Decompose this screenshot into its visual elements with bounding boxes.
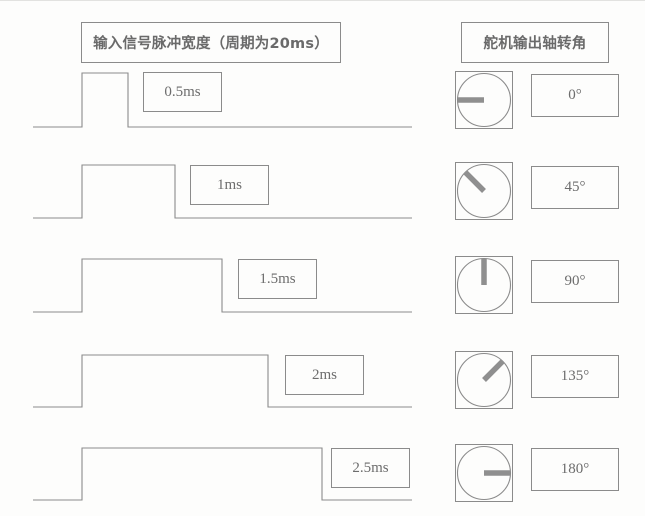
pulse-width-label: 2.5ms bbox=[352, 459, 389, 476]
angle-value-box: 90° bbox=[531, 260, 619, 303]
header-box-input-signal: 输入信号脉冲宽度（周期为20ms） bbox=[81, 22, 341, 63]
servo-dial bbox=[455, 71, 513, 129]
header-box-servo-angle: 舵机输出轴转角 bbox=[461, 22, 609, 63]
servo-dial bbox=[455, 162, 513, 220]
dial-circle-icon bbox=[456, 163, 512, 219]
dial-circle-icon bbox=[456, 352, 512, 408]
pulse-trace bbox=[33, 72, 412, 128]
pulse-trace bbox=[33, 258, 412, 313]
servo-dial bbox=[455, 256, 513, 314]
top-border-line bbox=[0, 0, 645, 1]
servo-dial bbox=[455, 444, 513, 502]
pulse-width-label: 1.5ms bbox=[259, 270, 296, 287]
pulse-width-box: 0.5ms bbox=[143, 72, 222, 112]
header-label-input-signal: 输入信号脉冲宽度（周期为20ms） bbox=[93, 36, 329, 52]
pulse-width-box: 2ms bbox=[285, 355, 364, 395]
servo-dial bbox=[455, 351, 513, 409]
dial-needle-icon bbox=[463, 170, 486, 193]
pulse-width-box: 1ms bbox=[190, 165, 269, 205]
pulse-width-label: 2ms bbox=[311, 366, 337, 383]
dial-circle-icon bbox=[456, 445, 512, 501]
angle-value-label: 45° bbox=[564, 179, 586, 195]
pulse-width-label: 0.5ms bbox=[164, 83, 201, 100]
angle-value-label: 135° bbox=[560, 368, 590, 384]
angle-value-label: 0° bbox=[568, 87, 582, 103]
angle-value-label: 180° bbox=[560, 461, 590, 477]
angle-value-box: 135° bbox=[531, 355, 619, 398]
angle-value-box: 180° bbox=[531, 448, 619, 491]
pulse-width-box: 2.5ms bbox=[331, 448, 410, 488]
dial-circle-icon bbox=[456, 72, 512, 128]
dial-needle-icon bbox=[482, 359, 505, 382]
angle-value-box: 45° bbox=[531, 166, 619, 209]
pulse-width-box: 1.5ms bbox=[238, 259, 317, 299]
angle-value-label: 90° bbox=[564, 273, 586, 289]
header-label-servo-angle: 舵机输出轴转角 bbox=[483, 36, 587, 52]
dial-circle-icon bbox=[456, 257, 512, 313]
pulse-width-label: 1ms bbox=[216, 176, 242, 193]
angle-value-box: 0° bbox=[531, 74, 619, 117]
